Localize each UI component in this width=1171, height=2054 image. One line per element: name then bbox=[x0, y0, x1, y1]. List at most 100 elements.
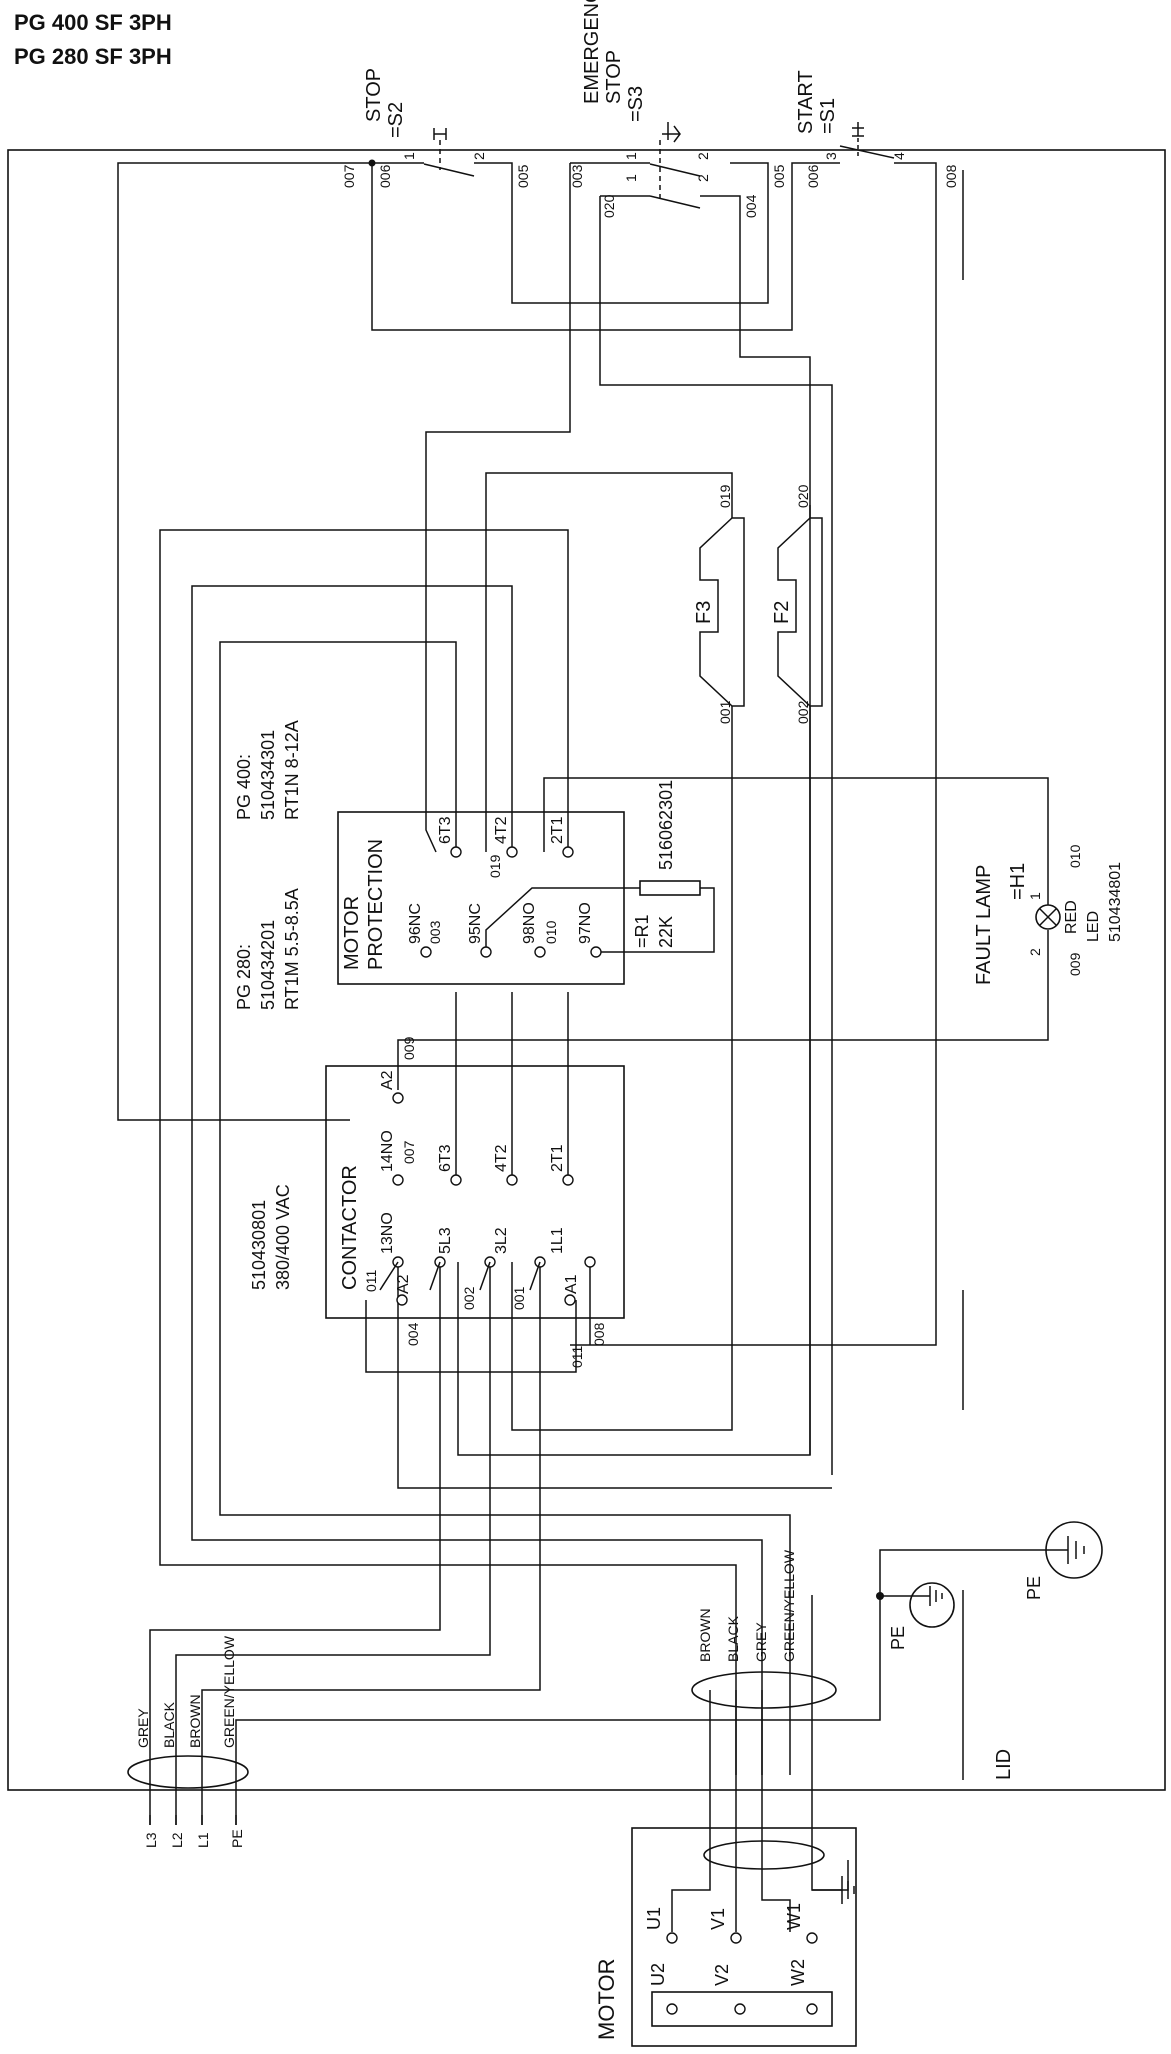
fault-lamp-h1: FAULT LAMP =H1 RED LED 510434801 1 2 010… bbox=[973, 844, 1124, 985]
resistor-value: 22K bbox=[656, 916, 676, 948]
fault-lamp-pin-2: 2 bbox=[1027, 948, 1043, 956]
stop-switch-s2: STOP =S2 1 2 bbox=[363, 68, 487, 177]
fuse-f2: F2 020 002 bbox=[771, 484, 823, 724]
start-pin-4: 4 bbox=[891, 152, 907, 160]
supply-cable-grey: GREY bbox=[135, 1708, 151, 1748]
contactor-terminal-6t3: 6T3 bbox=[437, 1144, 454, 1172]
mp-terminal-6t3: 6T3 bbox=[437, 816, 454, 844]
stop-id: =S2 bbox=[385, 102, 407, 138]
emergency-label-1: EMERGENCY bbox=[581, 0, 603, 104]
motor-cable-grey: GREY bbox=[753, 1622, 769, 1662]
emergency-pin-2b: 2 bbox=[695, 174, 711, 182]
stop-pin-2: 2 bbox=[471, 152, 487, 160]
fault-lamp-pin-1: 1 bbox=[1027, 892, 1043, 900]
earth-outer: PE bbox=[1024, 1521, 1103, 1600]
earth-inner: PE bbox=[888, 1582, 955, 1650]
mp-wire-010: 010 bbox=[543, 920, 559, 944]
enclosure-frame bbox=[7, 149, 1166, 1791]
contactor-terminal-1l1: 1L1 bbox=[549, 1227, 566, 1254]
contactor-block: CONTACTOR 510430801 380/400 VAC A2 009 1… bbox=[249, 1036, 625, 1368]
motor-cable: BROWN BLACK GREY GREEN/YELLOW bbox=[691, 1549, 837, 1709]
emergency-pin-1b: 1 bbox=[623, 174, 639, 182]
contactor-label: CONTACTOR bbox=[339, 1165, 361, 1290]
contactor-wire-009: 009 bbox=[401, 1036, 417, 1060]
pg280-line-2: 510434201 bbox=[258, 920, 278, 1010]
resistor-r1: 516062301 =R1 22K bbox=[632, 780, 701, 948]
pg400-line-2: 510434301 bbox=[258, 730, 278, 820]
fuse-f2-top-wire: 020 bbox=[795, 484, 811, 508]
fuse-f3-top-wire: 019 bbox=[717, 484, 733, 508]
emergency-id: =S3 bbox=[625, 86, 647, 122]
contactor-terminal-2t1: 2T1 bbox=[549, 1144, 566, 1172]
mp-terminal-96nc: 96NC bbox=[407, 903, 424, 944]
mp-terminal-95nc: 95NC bbox=[467, 903, 484, 944]
mp-terminal-2t1: 2T1 bbox=[549, 816, 566, 844]
wire-008-top: 008 bbox=[943, 164, 959, 188]
motor-terminal-u2: U2 bbox=[648, 1963, 668, 1986]
contactor-wire-011-b: 011 bbox=[569, 1345, 585, 1368]
mp-terminal-98no: 98NO bbox=[521, 902, 538, 944]
fuse-f2-bottom-wire: 002 bbox=[795, 700, 811, 724]
supply-cable-brown: BROWN bbox=[187, 1694, 203, 1748]
emergency-stop-switch-s3: EMERGENCY STOP =S3 1 2 1 2 bbox=[581, 0, 711, 209]
title-line-2: PG 280 SF 3PH bbox=[14, 44, 172, 69]
emergency-pin-2a: 2 bbox=[695, 152, 711, 160]
supply-line-pe: PE bbox=[229, 1829, 245, 1848]
resistor-id: =R1 bbox=[632, 914, 652, 948]
pg280-line-3: RT1M 5.5-8.5A bbox=[282, 888, 302, 1010]
motor-terminal-v1: V1 bbox=[708, 1908, 728, 1930]
fault-lamp-wire-010: 010 bbox=[1067, 844, 1083, 868]
earth-pe-inner-label: PE bbox=[888, 1626, 908, 1650]
motor-cable-green-yellow: GREEN/YELLOW bbox=[781, 1549, 797, 1662]
contactor-voltage: 380/400 VAC bbox=[273, 1184, 293, 1290]
supply-line-l1: L1 bbox=[195, 1832, 211, 1848]
contactor-wire-004: 004 bbox=[405, 1322, 421, 1346]
pg280-spec: PG 280: 510434201 RT1M 5.5-8.5A bbox=[234, 888, 302, 1010]
contactor-terminal-13no: 13NO bbox=[379, 1212, 396, 1254]
contactor-coil-a1: A1 bbox=[563, 1274, 580, 1294]
fault-lamp-wire-009: 009 bbox=[1067, 952, 1083, 976]
motor-terminal-w1: W1 bbox=[784, 1903, 804, 1930]
start-switch-s1: START =S1 3 4 bbox=[795, 70, 907, 160]
contactor-terminal-5l3: 5L3 bbox=[437, 1227, 454, 1254]
contactor-wire-007: 007 bbox=[401, 1140, 417, 1164]
motor-protection-label-1: MOTOR bbox=[341, 896, 363, 970]
wire-003-top: 003 bbox=[569, 164, 585, 188]
stop-pin-1: 1 bbox=[401, 152, 417, 160]
fuse-f3: F3 019 001 bbox=[693, 484, 745, 724]
mp-terminal-4t2: 4T2 bbox=[493, 816, 510, 844]
mp-wire-019: 019 bbox=[487, 854, 503, 878]
motor-protection-block: MOTOR PROTECTION 6T3 4T2 2T1 96NC 95NC 9… bbox=[337, 811, 625, 985]
motor-cable-black: BLACK bbox=[725, 1615, 741, 1662]
pg400-spec: PG 400: 510434301 RT1N 8-12A bbox=[234, 720, 302, 820]
motor-block: MOTOR U1 V1 W1 U2 V2 W2 bbox=[594, 1690, 857, 2047]
emergency-pin-1a: 1 bbox=[623, 152, 639, 160]
motor-terminal-v2: V2 bbox=[712, 1964, 732, 1986]
contactor-wire-008: 008 bbox=[591, 1322, 607, 1346]
supply-cable-green-yellow: GREEN/YELLOW bbox=[221, 1635, 237, 1748]
stop-label: STOP bbox=[363, 68, 385, 122]
start-pin-3: 3 bbox=[823, 152, 839, 160]
wire-020-top: 020 bbox=[601, 194, 617, 218]
title-line-1: PG 400 SF 3PH bbox=[14, 10, 172, 35]
motor-cable-brown: BROWN bbox=[697, 1608, 713, 1662]
start-id: =S1 bbox=[817, 98, 839, 134]
control-wiring bbox=[117, 159, 1049, 1891]
mp-terminal-97no: 97NO bbox=[577, 902, 594, 944]
supply-line-l3: L3 bbox=[143, 1832, 159, 1848]
wire-006-top-b: 006 bbox=[805, 164, 821, 188]
motor-terminal-w2: W2 bbox=[788, 1959, 808, 1986]
pe-junction-dot bbox=[876, 1592, 884, 1600]
start-label: START bbox=[795, 70, 817, 134]
fault-lamp-label: FAULT LAMP bbox=[973, 865, 995, 985]
fuse-f2-label: F2 bbox=[771, 601, 793, 624]
fault-lamp-type: LED bbox=[1085, 911, 1102, 942]
supply-line-l2: L2 bbox=[169, 1832, 185, 1848]
fault-lamp-part: 510434801 bbox=[1107, 862, 1124, 942]
motor-terminal-u1: U1 bbox=[644, 1907, 664, 1930]
fault-lamp-color: RED bbox=[1063, 900, 1080, 934]
contactor-wire-002: 002 bbox=[461, 1286, 477, 1310]
contactor-wire-011-a: 011 bbox=[363, 1269, 379, 1292]
pg400-line-1: PG 400: bbox=[234, 754, 254, 820]
